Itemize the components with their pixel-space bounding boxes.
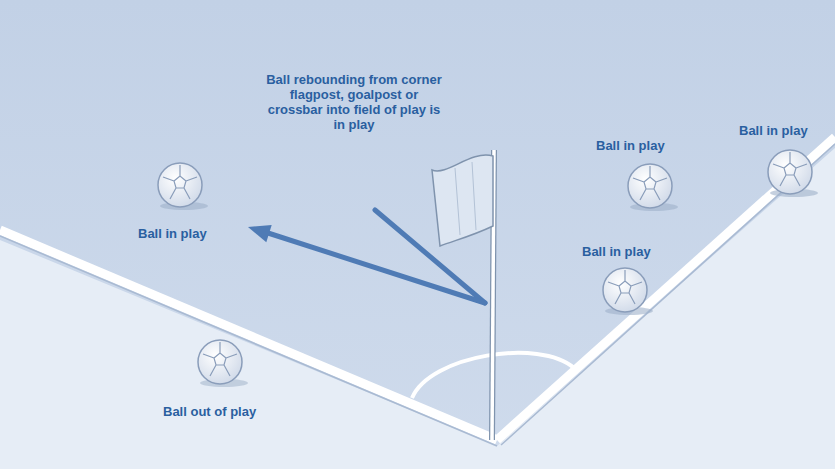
ball-outline — [198, 340, 242, 384]
ball-outline — [768, 150, 812, 194]
corner-flag — [432, 155, 493, 246]
rule-callout: Ball rebounding from corner flagpost, go… — [262, 72, 446, 132]
outside-area — [0, 148, 835, 469]
ball-panels — [633, 166, 667, 200]
ball-status-label: Ball out of play — [163, 404, 293, 419]
ball-status-label: Ball in play — [138, 226, 238, 241]
ball — [768, 150, 818, 197]
ball-status-label: Ball in play — [582, 244, 682, 259]
ball — [628, 164, 678, 211]
ball-status-label: Ball in play — [739, 123, 831, 138]
goal-line — [497, 137, 835, 440]
ball — [158, 163, 208, 210]
ball-panels — [773, 152, 807, 186]
ball — [198, 340, 248, 387]
ball-outline — [603, 268, 647, 312]
ball-panels — [608, 270, 642, 304]
goal-line-edge — [501, 144, 835, 445]
ball-status-label: Ball in play — [596, 138, 696, 153]
ball-outline — [628, 164, 672, 208]
ball-outline — [158, 163, 202, 207]
ball-panels — [163, 165, 197, 199]
ball — [603, 268, 653, 315]
arrowhead — [248, 225, 272, 242]
touch-line — [0, 230, 497, 440]
flag-folds — [455, 162, 476, 235]
touch-line-edge — [0, 236, 497, 446]
rebound-ball-path — [268, 233, 485, 303]
ball-panels — [203, 342, 237, 376]
